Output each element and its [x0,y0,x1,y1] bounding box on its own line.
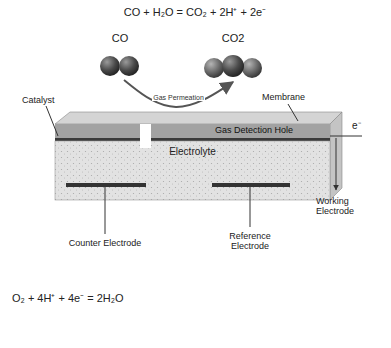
electrolyte-box: Electrolyte [55,141,330,200]
molecule-node: CO2 [200,32,266,82]
node-text: CO [93,32,147,45]
node-text: Electrolyte [55,146,330,158]
sensor-body [55,112,342,200]
reaction-equation: O₂ + 4H⁺ + 4e⁻ = 2H₂O [12,292,124,305]
part-label: e⁻ [352,120,361,132]
gas-permeation-arrow [124,80,233,107]
part-label: Catalyst [22,95,55,105]
membrane-band: Gas Detection Hole [55,124,330,138]
detection-hole [140,124,151,148]
reaction-equation: CO + H₂O = CO₂ + 2H⁺ + 2e⁻ [124,6,266,19]
co-molecule [100,56,139,76]
part-label: Counter Electrode [65,238,145,248]
edge-label: Gas Permeation [152,94,205,101]
leader-lines [46,104,362,234]
co2-molecule [204,55,262,78]
molecule-node: CO [93,32,147,80]
part-label: Reference Electrode [210,231,290,252]
reference-electrode-plate [212,183,290,187]
node-text: CO2 [200,32,266,45]
part-label: Membrane [262,92,305,102]
node-text: Gas Detection Hole [215,125,330,135]
part-label: Working Electrode [316,196,382,217]
counter-electrode-plate [66,183,146,187]
